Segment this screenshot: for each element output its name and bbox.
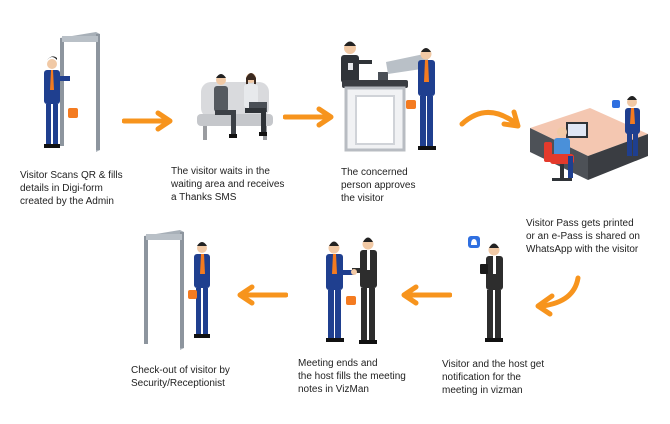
step-pass-caption: Visitor Pass gets printed or an e-Pass i… [526,217,640,256]
scanner-gate-icon [44,32,100,152]
office-desk-icon [530,96,648,181]
caption-line: or an e-Pass is shared on [526,231,640,242]
caption-line: Visitor Scans QR & fills [20,170,123,181]
step-meeting-caption: Meeting ends and the host fills the meet… [298,357,406,396]
caption-line: Visitor Pass gets printed [526,218,634,229]
caption-line: the visitor [341,193,384,204]
caption-line: a Thanks SMS [171,192,237,203]
caption-line: Check-out of visitor by [131,365,230,376]
step-scan-caption: Visitor Scans QR & fills details in Digi… [20,169,123,208]
caption-line: meeting in vizman [442,385,523,396]
arrow-left-icon [237,284,288,306]
caption-line: Security/Receptionist [131,378,225,389]
caption-line: The concerned [341,167,408,178]
caption-line: The visitor waits in the [171,166,270,177]
caption-line: created by the Admin [20,196,114,207]
caption-line: person approves [341,180,416,191]
waiting-chairs-icon [197,73,273,140]
caption-line: notification for the [442,372,521,383]
caption-line: the host fills the meeting [298,371,406,382]
caption-line: WhatsApp with the visitor [526,244,639,255]
notification-bell-icon [468,236,503,342]
step-wait-caption: The visitor waits in the waiting area an… [171,165,284,204]
arrow-right-icon [283,106,334,128]
step-approve-caption: The concerned person approves the visito… [341,166,416,205]
step-notify-caption: Visitor and the host get notification fo… [442,358,544,397]
caption-line: details in Digi-form [20,183,103,194]
step-checkout-caption: Check-out of visitor by Security/Recepti… [131,364,230,390]
arrow-right-icon [122,110,173,132]
caption-line: Meeting ends and [298,358,378,369]
arrow-curved-icon [459,109,521,129]
handshake-icon [326,237,377,344]
caption-line: notes in VizMan [298,384,369,395]
arrow-left-icon [401,284,452,306]
caption-line: Visitor and the host get [442,359,545,370]
arrow-curved-icon [535,275,581,317]
reception-desk-icon [341,41,436,152]
caption-line: waiting area and receives [171,179,285,190]
checkout-gate-icon [144,230,210,350]
